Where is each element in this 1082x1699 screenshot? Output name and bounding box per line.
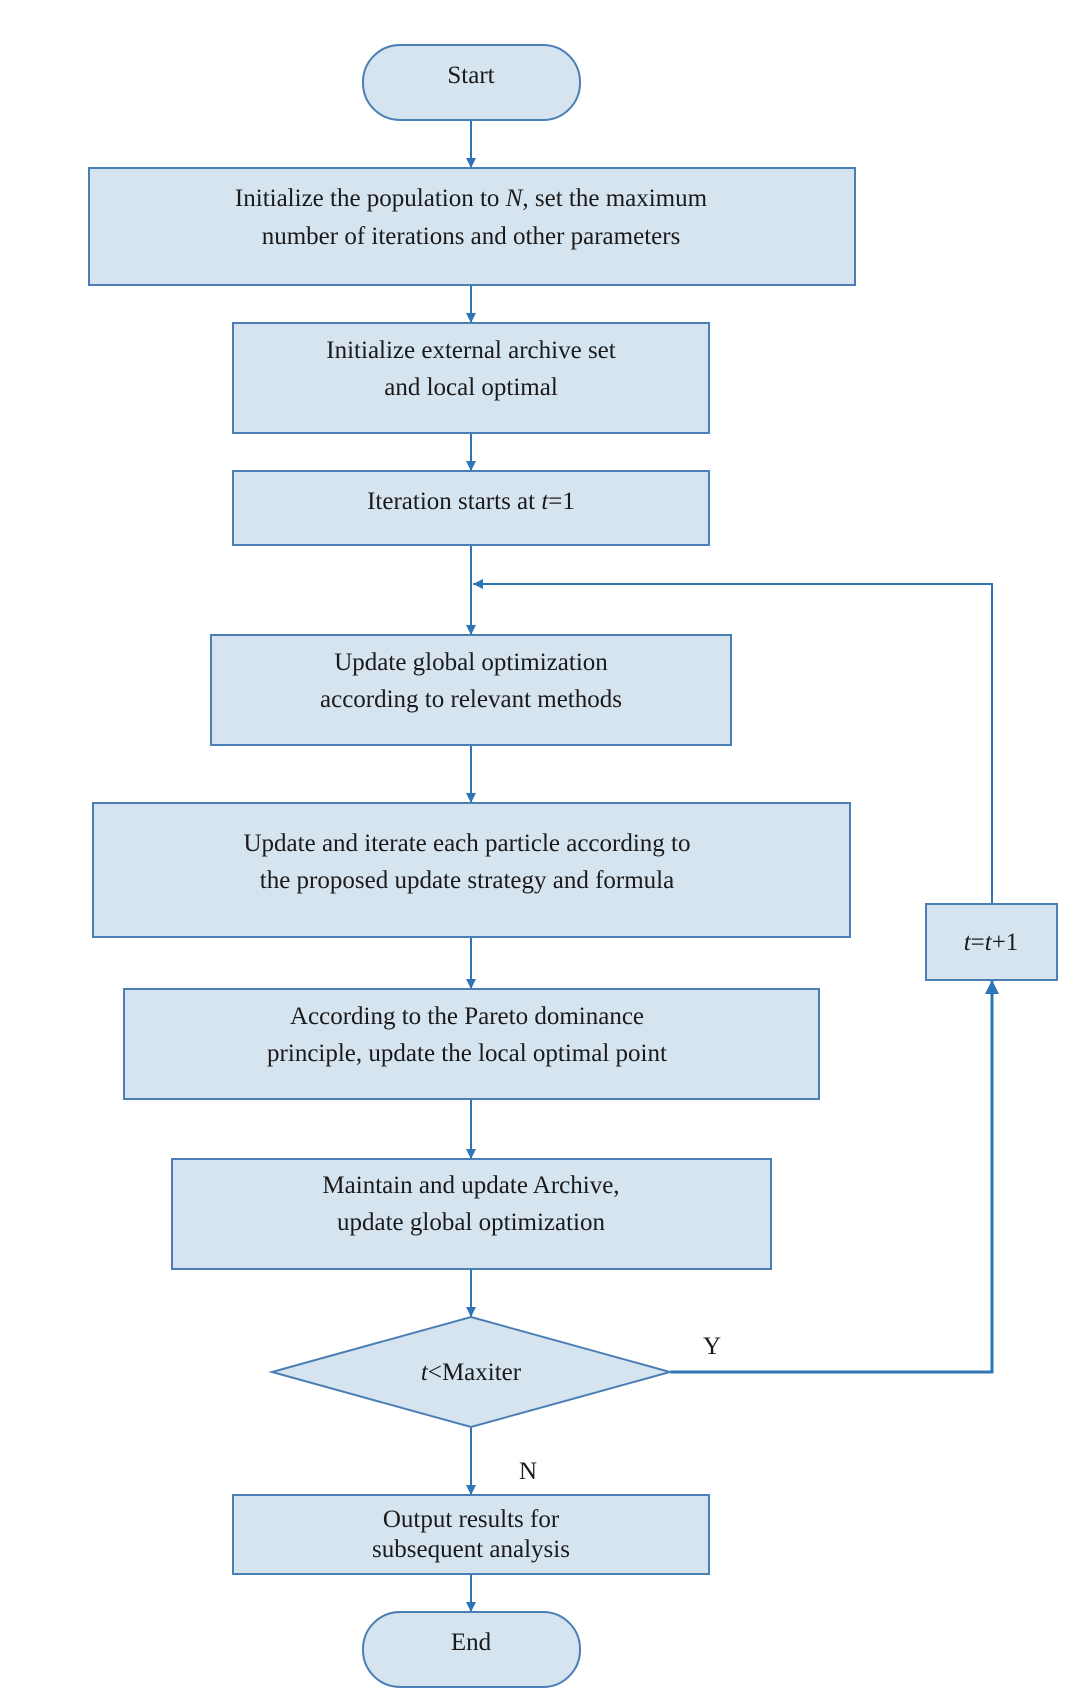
label-update-global: Update global optimization according to r…: [320, 649, 622, 713]
nodes: [88, 44, 1058, 1688]
label-update-local: According to the Pareto dominance princip…: [267, 1003, 667, 1067]
node-labels: Start Initialize the population to N, se…: [235, 62, 1018, 1656]
node-iteration-start: [232, 470, 710, 546]
label-line: Start: [447, 62, 494, 89]
label-init-archive: Initialize external archive set and local…: [326, 337, 615, 401]
label-line: Output results for: [383, 1506, 560, 1533]
label-line: Update and iterate each particle accordi…: [244, 830, 691, 857]
node-maintain-archive: [171, 1158, 772, 1270]
node-update-particles: [92, 802, 851, 938]
node-update-local: [123, 988, 820, 1100]
edges: [466, 120, 999, 1612]
node-init-archive: [232, 322, 710, 434]
label-line: Iteration starts at t=1: [367, 488, 575, 515]
label-line: the proposed update strategy and formula: [260, 867, 674, 894]
label-line: and local optimal: [384, 374, 558, 401]
edge-label-yes: Y: [703, 1333, 721, 1360]
label-line: End: [451, 1629, 492, 1656]
node-start: [362, 44, 581, 121]
edge-increment-loop-back: [473, 579, 993, 904]
label-line: update global optimization: [337, 1209, 605, 1236]
label-line: principle, update the local optimal poin…: [267, 1040, 667, 1067]
label-line: t<Maxiter: [421, 1359, 522, 1386]
label-line: t=t+1: [964, 929, 1019, 956]
label-update-particles: Update and iterate each particle accordi…: [244, 830, 691, 894]
label-line: Initialize the population to N, set the …: [235, 185, 708, 212]
node-end: [362, 1611, 581, 1688]
label-line: subsequent analysis: [372, 1536, 570, 1563]
label-decision: t<Maxiter: [421, 1359, 522, 1386]
node-output: [232, 1494, 710, 1575]
label-line: According to the Pareto dominance: [290, 1003, 644, 1030]
label-output: Output results for subsequent analysis: [372, 1506, 570, 1563]
label-line: Initialize external archive set: [326, 337, 615, 364]
label-line: number of iterations and other parameter…: [262, 223, 681, 250]
node-increment: [925, 903, 1058, 981]
label-line: according to relevant methods: [320, 686, 622, 713]
label-end: End: [451, 1629, 492, 1656]
label-increment: t=t+1: [964, 929, 1019, 956]
label-maintain-archive: Maintain and update Archive, update globa…: [322, 1172, 619, 1236]
edge-label-no: N: [519, 1458, 537, 1485]
node-decision: [268, 1315, 674, 1429]
label-line: Update global optimization: [334, 649, 608, 676]
label-init-population: Initialize the population to N, set the …: [235, 185, 708, 250]
label-line: Maintain and update Archive,: [322, 1172, 619, 1199]
label-start: Start: [447, 62, 494, 89]
node-update-global: [210, 634, 732, 746]
node-init-population: [88, 167, 856, 286]
edge-decision-yes-to-increment: [670, 980, 999, 1374]
label-iteration-start: Iteration starts at t=1: [367, 488, 575, 515]
